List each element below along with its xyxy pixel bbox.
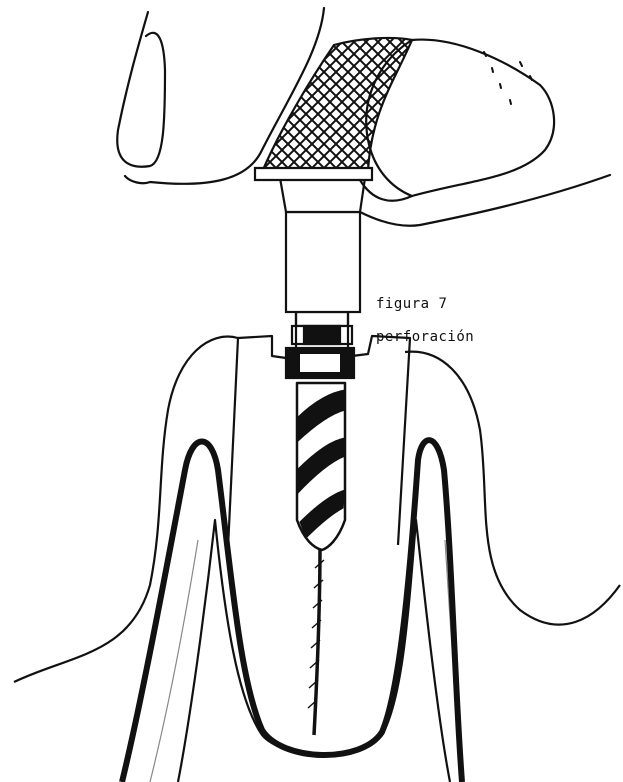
figure-caption-subtitle: perforación	[376, 329, 474, 345]
figure-caption-title: figura 7	[376, 296, 447, 312]
handle-rim	[255, 168, 372, 180]
root-outline	[122, 440, 462, 782]
drill-instrument	[280, 178, 365, 312]
drill-collar	[286, 312, 354, 378]
canal-file	[308, 545, 324, 735]
spiral-drill-bit	[297, 383, 345, 550]
